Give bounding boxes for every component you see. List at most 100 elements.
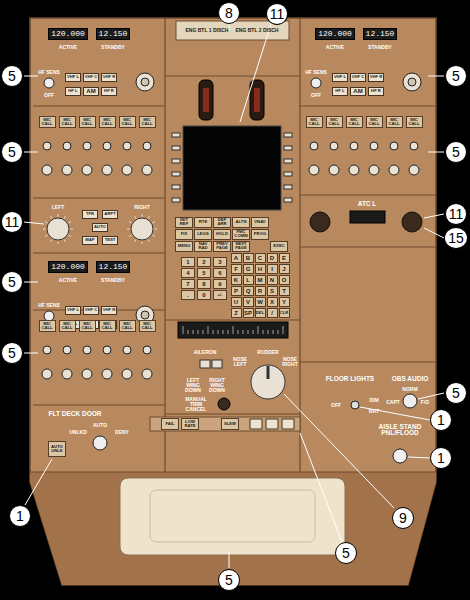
key-label: 2 xyxy=(197,257,211,267)
key-label: J xyxy=(279,264,290,274)
key-label: MIC CALL xyxy=(59,320,76,332)
callout-number: 15 xyxy=(444,227,468,249)
callout-text: 1 xyxy=(437,413,445,427)
key-label: MIC CALL xyxy=(346,116,363,128)
audio-knob xyxy=(123,142,131,150)
dial-tick xyxy=(135,239,137,242)
rudder-trim-knob xyxy=(251,365,285,399)
trim-scale-tick xyxy=(268,330,269,334)
key-label: VNAV xyxy=(251,217,269,228)
panel-label: NOSE RIGHT xyxy=(281,357,299,367)
sens-knob xyxy=(44,78,54,88)
callout-text: 5 xyxy=(342,546,350,560)
key-label: MIC CALL xyxy=(326,116,343,128)
key-label: TEST xyxy=(102,236,118,245)
line-select-key xyxy=(284,159,292,163)
key-label: SLEW xyxy=(221,418,239,430)
line-select-key xyxy=(284,133,292,137)
key-label: . xyxy=(181,290,195,300)
key-label: X xyxy=(267,297,278,307)
audio-knob xyxy=(350,142,358,150)
trim-scale-tick xyxy=(238,330,239,334)
trim-scale-tick xyxy=(218,330,219,334)
panel-label: F/O xyxy=(421,400,429,405)
dial-tick xyxy=(152,235,155,237)
callout-text: 5 xyxy=(8,145,16,159)
panel-label: FLOOR LIGHTS xyxy=(326,376,374,383)
line-select-key xyxy=(172,146,180,150)
audio-knob xyxy=(410,142,418,150)
dial-tick xyxy=(129,235,132,237)
key-label: VHF L xyxy=(65,73,81,82)
callout-number: 5 xyxy=(445,382,467,404)
trim-scale-tick xyxy=(228,330,229,334)
cdu-screen xyxy=(183,126,281,210)
display-text: 120.000 xyxy=(51,30,85,38)
key-label: HF R xyxy=(368,87,384,96)
key-label: K xyxy=(231,275,242,285)
audio-knob xyxy=(142,165,152,175)
trim-scale-tick xyxy=(208,326,209,334)
sens-knob xyxy=(311,78,321,88)
door-knob xyxy=(93,436,107,450)
key-label: MIC CALL xyxy=(306,116,323,128)
key-label: VHF R xyxy=(101,73,117,82)
key-label: VHF R xyxy=(368,73,384,82)
panel-label: ATC L xyxy=(358,201,377,208)
key-label: Z xyxy=(231,308,242,318)
bottle-switch-light xyxy=(254,88,260,112)
key-label: AUTO UNLK xyxy=(48,441,66,457)
audio-knob xyxy=(82,165,92,175)
dial-tick xyxy=(68,235,71,237)
key-label: FAIL xyxy=(161,418,179,430)
dial-tick xyxy=(129,222,132,224)
key-label: DEP ARR xyxy=(213,217,231,228)
key-label: 0 xyxy=(197,290,211,300)
dial-tick xyxy=(152,222,155,224)
key-label: MAP xyxy=(82,236,98,245)
callout-text: 5 xyxy=(452,69,460,83)
atc-knob xyxy=(402,212,422,232)
panel-label: FLT DECK DOOR xyxy=(49,411,102,418)
key-label: 6 xyxy=(213,268,227,278)
key-label: MENU xyxy=(175,241,193,252)
key-label: T xyxy=(279,286,290,296)
key-label: F xyxy=(231,264,242,274)
audio-knob xyxy=(142,369,152,379)
key-label: E xyxy=(279,253,290,263)
key-label: VHF C xyxy=(83,73,99,82)
line-select-key xyxy=(172,159,180,163)
trim-scale-tick xyxy=(193,330,194,334)
handle xyxy=(120,478,345,555)
dial-tick xyxy=(45,222,48,224)
audio-knob xyxy=(42,165,52,175)
key-label: INIT REF xyxy=(175,217,193,228)
key-label: MIC CALL xyxy=(119,116,136,128)
audio-knob xyxy=(143,142,151,150)
key-label: +/- xyxy=(213,290,227,300)
callout-number: 5 xyxy=(1,271,23,293)
key-label: V xyxy=(243,297,254,307)
key-label: HF L xyxy=(65,87,81,96)
callout-text: 11 xyxy=(449,207,464,221)
line-select-key xyxy=(284,198,292,202)
panel-label: AILERON xyxy=(194,350,217,355)
key-label: I xyxy=(267,264,278,274)
key-label: S xyxy=(267,286,278,296)
audio-knob xyxy=(43,346,51,354)
callout-text: 8 xyxy=(225,6,233,20)
callout-text: 11 xyxy=(270,7,285,21)
display-text: 12.150 xyxy=(99,263,128,271)
panel-label: OFF xyxy=(331,403,341,408)
audio-knob xyxy=(63,346,71,354)
key-label: U xyxy=(231,297,242,307)
atc-knob xyxy=(310,212,330,232)
audio-knob xyxy=(83,346,91,354)
key-label: O xyxy=(279,275,290,285)
key-label: EXEC xyxy=(270,241,288,252)
dial-tick xyxy=(127,229,130,230)
key-label: DEL xyxy=(255,308,266,318)
line-select-key xyxy=(172,133,180,137)
panel-label: STANDBY xyxy=(368,45,392,50)
line-select-key xyxy=(284,185,292,189)
